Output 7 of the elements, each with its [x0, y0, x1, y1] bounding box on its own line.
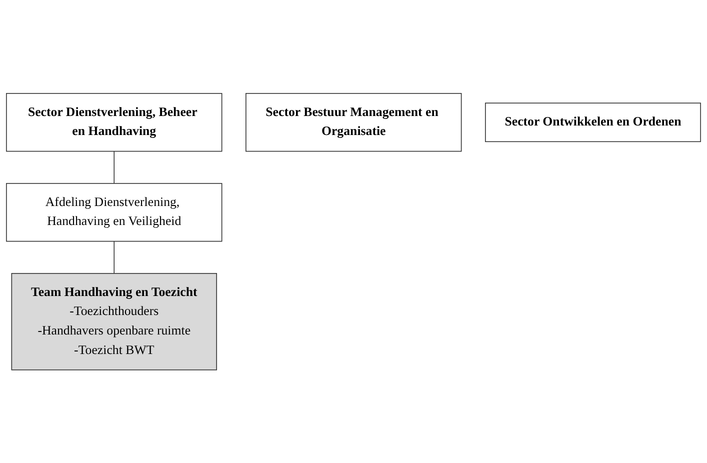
connector — [114, 150, 115, 184]
node-box: Sector Bestuur Management en Organisatie — [246, 92, 462, 152]
node-box: Sector Ontwikkelen en Ordenen — [485, 102, 701, 142]
node-box: Afdeling Dienstverlening, Handhaving en Veiligheid — [6, 182, 222, 242]
connector — [114, 240, 115, 274]
node-box: Sector Dienstverlening, Beheer en Handhaving — [6, 92, 222, 152]
node-box: Team Handhaving en Toezicht -Toezichthouders -Handhavers openbare ruimte -Toezicht BWT — [11, 272, 217, 370]
